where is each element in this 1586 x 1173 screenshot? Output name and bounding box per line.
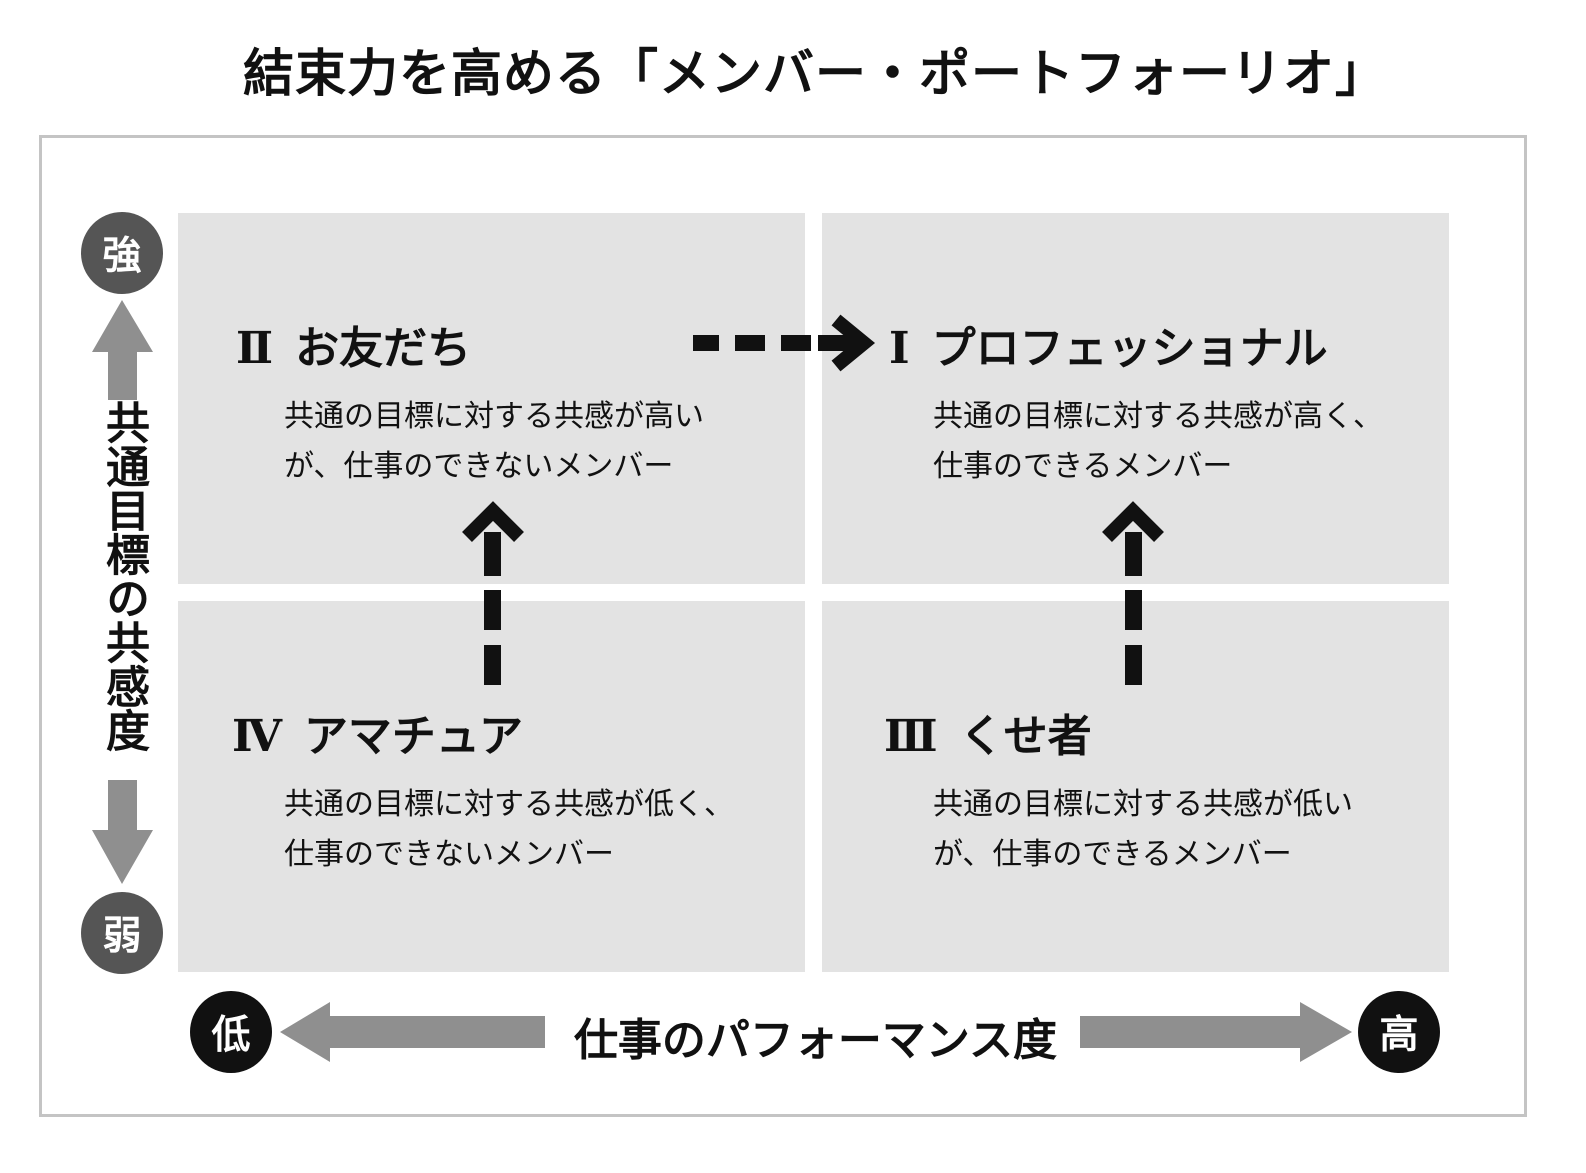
quadrant-3-line2: が、仕事のできるメンバー [933, 837, 1292, 872]
diagram-title: 結束力を高める「メンバー・ポートフォーリオ」 [243, 45, 1388, 104]
quadrant-4-line1: 共通の目標に対する共感が低く、 [284, 787, 734, 822]
x-high-badge: 高 [1358, 991, 1440, 1073]
y-high-badge: 強 [81, 212, 163, 294]
quadrant-2-heading: Ⅱ お友だち [236, 312, 471, 376]
quadrant-2-line2: が、仕事のできないメンバー [284, 449, 674, 484]
y-axis-down-arrow [92, 780, 153, 884]
quadrant-3-description: 共通の目標に対する共感が低い が、仕事のできるメンバー [933, 780, 1353, 880]
quadrant-1-description: 共通の目標に対する共感が高く、 仕事のできるメンバー [933, 392, 1383, 492]
quadrant-4-description: 共通の目標に対する共感が低く、 仕事のできないメンバー [284, 780, 734, 880]
x-axis-left-arrow [280, 1002, 545, 1062]
quadrant-4-line2: 仕事のできないメンバー [284, 837, 614, 872]
quadrant-2-description: 共通の目標に対する共感が高い が、仕事のできないメンバー [284, 392, 704, 492]
quadrant-1-heading: Ⅰ プロフェッショナル [889, 312, 1328, 376]
x-axis-right-arrow [1080, 1002, 1352, 1062]
quadrant-1-line1: 共通の目標に対する共感が高く、 [933, 399, 1383, 434]
y-axis-label: 共通目標の共感度 [98, 400, 149, 752]
quadrant-3-line1: 共通の目標に対する共感が低い [933, 787, 1353, 822]
quadrant-3-numeral: Ⅲ [884, 711, 938, 762]
quadrant-4-numeral: Ⅳ [232, 711, 282, 762]
quadrant-2-name: お友だち [295, 323, 472, 374]
quadrant-3-heading: Ⅲ くせ者 [884, 700, 1092, 764]
quadrant-1-line2: 仕事のできるメンバー [933, 449, 1233, 484]
y-low-badge: 弱 [81, 892, 163, 974]
quadrant-3-name: くせ者 [959, 711, 1092, 762]
quadrant-4-name: アマチュア [303, 711, 524, 762]
quadrant-2-line1: 共通の目標に対する共感が高い [284, 399, 704, 434]
dashed-arrow-q3-to-q1 [1102, 501, 1164, 685]
x-low-badge: 低 [190, 991, 272, 1073]
dashed-arrow-q2-to-q1 [693, 314, 876, 372]
quadrant-1-name: プロフェッショナル [931, 323, 1328, 374]
quadrant-4-heading: Ⅳ アマチュア [232, 700, 523, 764]
y-axis-up-arrow [92, 300, 153, 400]
dashed-arrow-q4-to-q2 [462, 501, 524, 685]
quadrant-2-numeral: Ⅱ [236, 323, 274, 374]
x-axis-label: 仕事のパフォーマンス度 [573, 1015, 1058, 1066]
quadrant-1-numeral: Ⅰ [889, 323, 910, 374]
diagram-frame [39, 135, 1527, 1117]
